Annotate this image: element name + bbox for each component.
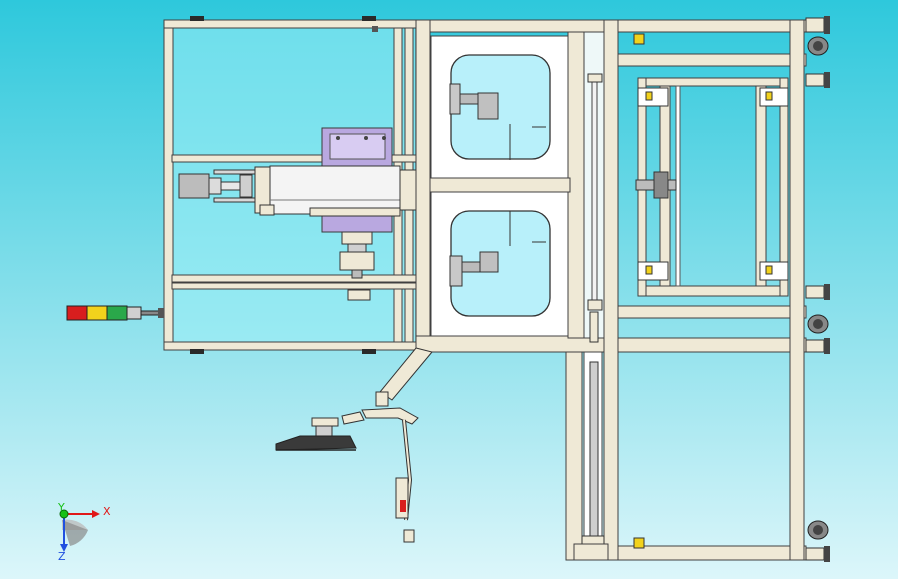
center-rail-top (415, 19, 613, 33)
linear-actuator (178, 165, 419, 217)
right-rail-top (603, 19, 807, 33)
inner-subframe (635, 77, 789, 297)
guide-rod (591, 79, 598, 306)
upper-chamber (430, 35, 569, 179)
upper-window (450, 54, 551, 160)
stepper-motor (178, 173, 210, 199)
triad-y-label: Y (57, 501, 65, 514)
tower-light-green (106, 305, 128, 321)
vertical-gripper (339, 231, 375, 301)
right-post-right (789, 19, 805, 561)
triad-z-label: Z (58, 550, 66, 563)
tower-light-red (66, 305, 88, 321)
lower-column (565, 311, 609, 561)
right-rail-lower (603, 337, 807, 353)
right-rail-upper (615, 53, 807, 67)
y-axis-dot (59, 509, 69, 519)
right-post-left (603, 19, 619, 561)
chamber-divider-horizontal (429, 177, 571, 193)
left-rail-mid-lower-2 (171, 282, 417, 290)
left-rail-mid-lower (171, 274, 417, 283)
left-rail-top (163, 19, 417, 29)
lower-chamber (430, 191, 569, 337)
tower-light-base (126, 306, 142, 320)
center-frame (415, 19, 613, 353)
left-post-outer (163, 19, 174, 351)
right-rail-mid (615, 305, 807, 319)
tower-light-yellow (86, 305, 108, 321)
monitor-arm (275, 347, 433, 543)
tower-light (66, 305, 164, 321)
keyboard-tray (275, 435, 357, 451)
left-rail-bottom (163, 341, 417, 351)
triad-x-label: X (103, 505, 111, 518)
orientation-triad: X Y Z (57, 501, 111, 563)
actuator-body (269, 165, 401, 215)
center-post-left (415, 19, 431, 353)
